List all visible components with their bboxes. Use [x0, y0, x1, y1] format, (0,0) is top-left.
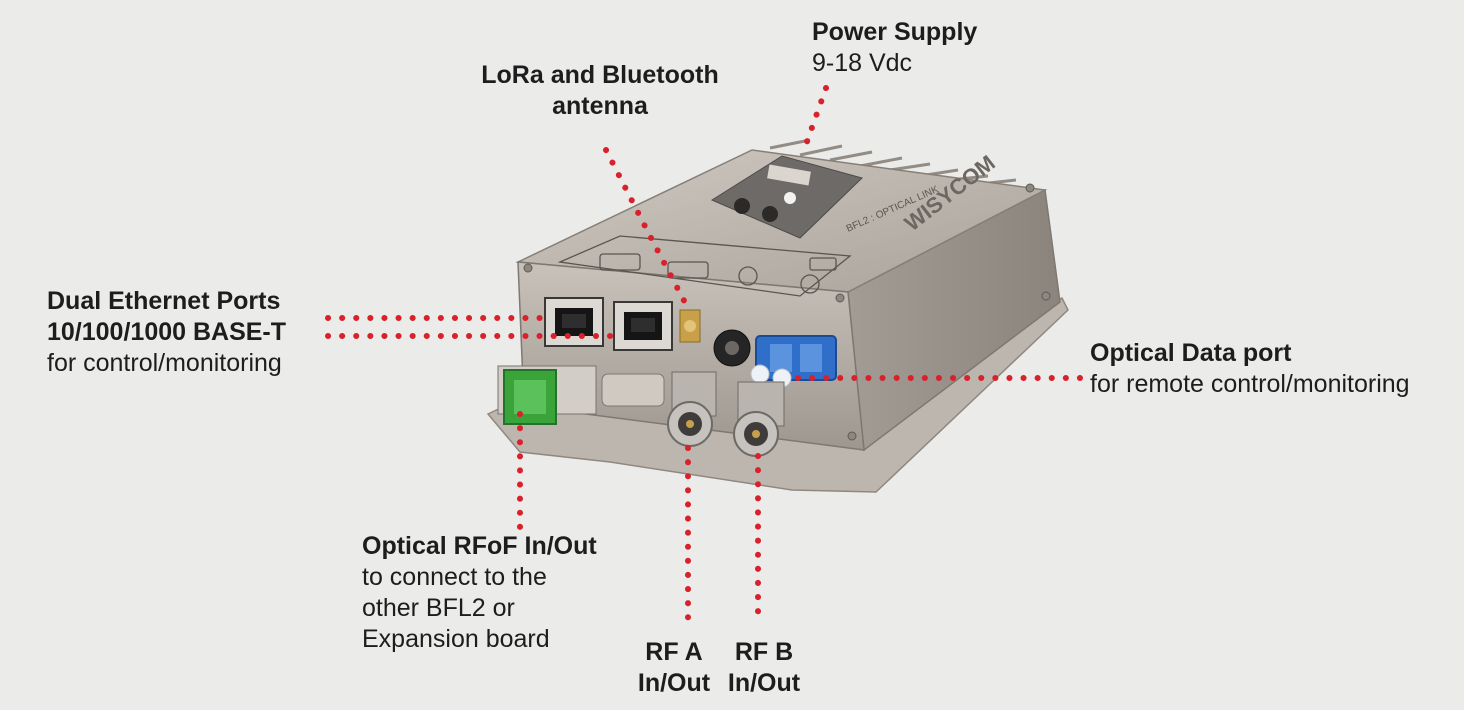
antenna-title-line1: LoRa and Bluetooth [481, 61, 719, 89]
leader-antenna [603, 147, 693, 315]
ethernet-port-2 [613, 301, 673, 351]
bnc-connector-b [733, 381, 785, 457]
callout-antenna: LoRa and Bluetooth antenna [470, 60, 730, 122]
panel-graphics [557, 235, 852, 297]
callout-optical-rfof: Optical RFoF In/Out to connect to the ot… [362, 531, 597, 655]
ethernet-title-line2: 10/100/1000 BASE-T [47, 318, 287, 346]
antenna-connector [679, 309, 701, 343]
blank-plate [601, 373, 665, 407]
optical-rfof-title: Optical RFoF In/Out [362, 532, 597, 560]
optical-data-detail: for remote control/monitoring [1090, 370, 1410, 398]
power-supply-title: Power Supply [812, 18, 978, 46]
power-jack [713, 329, 751, 367]
ethernet-title-line1: Dual Ethernet Ports [47, 287, 281, 315]
rf-a-line2: In/Out [637, 669, 711, 697]
optical-rfof-detail-line3: Expansion board [362, 625, 550, 653]
callout-rf-b: RF B In/Out [718, 637, 810, 699]
panel-button-left [734, 198, 750, 214]
rf-a-line1: RF A [645, 638, 703, 666]
lc-optical-connector [750, 335, 837, 388]
leader-lines [325, 85, 1083, 621]
sc-optical-connector [497, 365, 597, 425]
rf-b-line2: In/Out [727, 669, 801, 697]
leader-power-supply [801, 85, 829, 153]
callout-ethernet: Dual Ethernet Ports 10/100/1000 BASE-T f… [47, 286, 286, 379]
rf-b-line1: RF B [734, 638, 794, 666]
callout-optical-data: Optical Data port for remote control/mon… [1090, 338, 1410, 400]
bnc-connector-a [667, 371, 717, 447]
panel-button-white [784, 192, 796, 204]
callout-power-supply: Power Supply 9-18 Vdc [812, 17, 977, 79]
callout-rf-a: RF A In/Out [628, 637, 720, 699]
ethernet-detail: for control/monitoring [47, 349, 282, 377]
antenna-title-line2: antenna [552, 92, 648, 120]
panel-button-right [762, 206, 778, 222]
lcd-display [767, 164, 811, 186]
optical-data-title: Optical Data port [1090, 339, 1292, 367]
optical-rfof-detail-line2: other BFL2 or [362, 594, 515, 622]
power-supply-detail: 9-18 Vdc [812, 49, 913, 77]
optical-rfof-detail-line1: to connect to the [362, 563, 547, 591]
